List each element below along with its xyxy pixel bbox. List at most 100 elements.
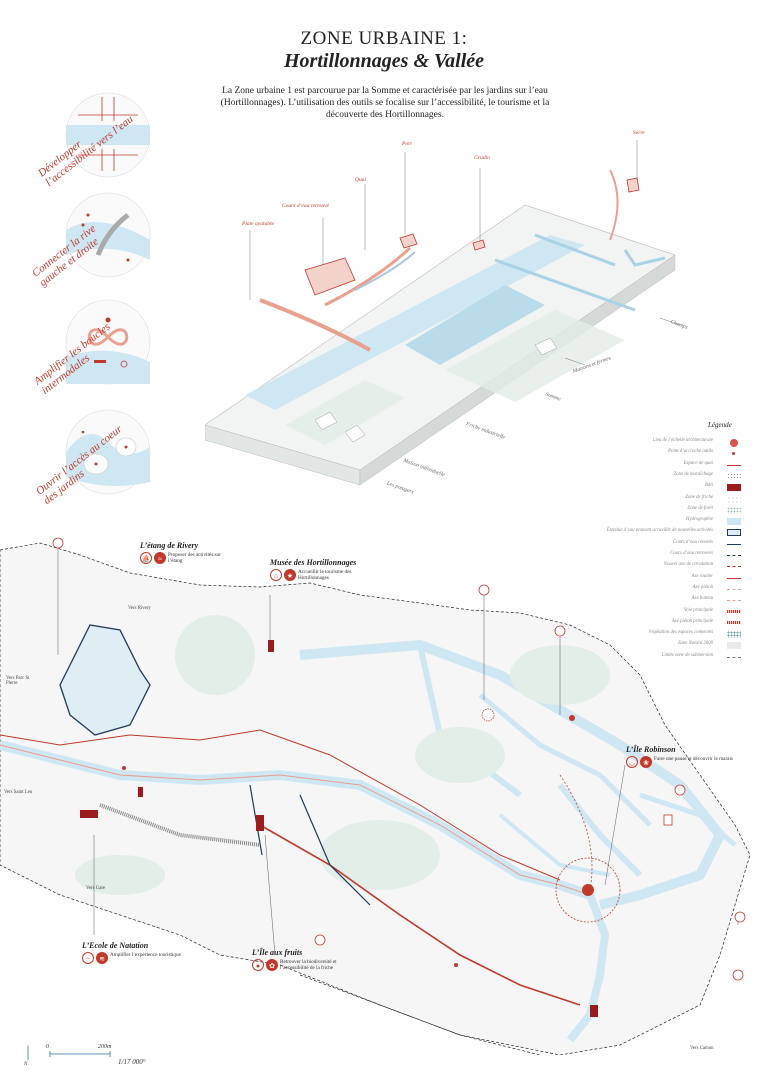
legend-symbol — [727, 518, 741, 526]
axon-label-grudin: Grudin — [474, 155, 490, 161]
legend-item: Zone de friche — [600, 495, 768, 506]
legend-item-label: Axe piéton principale — [671, 618, 713, 624]
legend-symbol — [730, 439, 738, 447]
legend-item-label: Limite zone de submersion — [661, 652, 713, 658]
map-label-rivery: Vers Rivery — [128, 606, 151, 611]
legend-item-label: Axe routier — [691, 573, 713, 579]
legend-item: Hydrographie — [600, 517, 768, 528]
map-label-saint-leu: Vers Saint Leu — [4, 790, 33, 795]
legend-item-label: Zone de forêt — [687, 505, 713, 511]
legend-item: Lieu de l’échelle architecturale — [600, 438, 768, 449]
legend-item-label: Point d’accroche outils — [668, 449, 713, 455]
legend-symbol — [727, 464, 741, 466]
legend-item: Axe bateau — [600, 596, 768, 607]
legend-item-label: Nouvel axe de circulation — [663, 562, 713, 568]
axon-label-port: Port — [402, 141, 412, 147]
legend-symbol — [727, 631, 741, 639]
legend-item: Zone de forêt — [600, 506, 768, 517]
legend-item-label: Cours d’eau rénovés — [673, 539, 713, 545]
strategy-2-diagram — [65, 192, 151, 278]
site-natation: L’Ecole de Natation ~ ≋ Amplifier l’expé… — [82, 941, 190, 964]
site-musee-title: Musée des Hortillonnages — [270, 558, 357, 567]
legend-item-label: Voie principale — [683, 607, 713, 613]
site-ile-fruits-title: L’Île aux fruits — [252, 948, 303, 957]
swim-icon: ~ — [82, 952, 94, 964]
site-ile-fruits-desc: Retrouver la biodiversité et l’accessibi… — [280, 959, 337, 972]
site-musee-desc: Accueillir le tourisme des Hortillonnage… — [298, 569, 352, 582]
axon-label-plate: Plate ayalable — [242, 221, 274, 227]
legend-symbol — [727, 620, 741, 624]
legend-item-label: Lieu de l’échelle architecturale — [652, 438, 713, 443]
legend-title: Légende — [708, 421, 732, 429]
legend-symbol — [727, 506, 741, 514]
tourism-icon: ★ — [284, 569, 296, 581]
site-natation-title: L’Ecole de Natation — [82, 941, 149, 950]
fruit-icon: ● — [252, 959, 264, 971]
legend-item: Axe routier — [600, 574, 768, 585]
legend-item: Voie principale — [600, 608, 768, 619]
site-rivery: L’étang de Rivery ⛵ ≈ Proposer des activ… — [140, 541, 228, 564]
legend-symbol — [727, 588, 741, 590]
site-robinson: L’Île Robinson ◡ ❀ Faire une pause et dé… — [626, 745, 734, 768]
boat-icon: ⛵ — [140, 552, 152, 564]
map-label-gare: Vers Gare — [86, 886, 106, 891]
page-title-line1: ZONE URBAINE 1: — [300, 28, 468, 49]
site-musee: Musée des Hortillonnages ⌂ ★ Accueillir … — [270, 558, 360, 581]
legend-symbol — [727, 642, 741, 650]
scale-ratio: 1/17 000° — [118, 1058, 146, 1066]
legend-symbol — [727, 577, 741, 579]
map-label-camon: Vers Camon — [690, 1046, 714, 1051]
water-icon: ≈ — [154, 552, 166, 564]
legend-item-label: Bâti — [705, 483, 713, 489]
legend-item-label: Cours d’eau retrouvés — [670, 551, 713, 556]
legend-item-label: Espace de quai — [683, 460, 713, 466]
pool-icon: ≋ — [96, 952, 108, 964]
legend-item: Espace de quai — [600, 461, 768, 472]
legend-symbol — [732, 452, 735, 456]
legend-item-label: Zone de maraîchage — [673, 471, 713, 477]
legend-item: Cours d’eau rénovés — [600, 540, 768, 551]
legend-item: Point d’accroche outils — [600, 449, 768, 460]
axon-label-cours: Cours d’eau retrouvé — [282, 203, 329, 209]
axon-label-quai: Quai — [355, 177, 366, 183]
site-natation-desc: Amplifier l’expérience touristique — [110, 952, 181, 958]
legend-item: Nouvel axe de circulation — [600, 562, 768, 573]
axon-label-serre: Serre — [633, 130, 645, 136]
legend-item: Végétation des espaces connectés — [600, 630, 768, 641]
scale-bar — [27, 1046, 111, 1060]
intro-paragraph: La Zone urbaine 1 est parcourue par la S… — [220, 86, 550, 120]
legend-symbol — [727, 566, 741, 568]
site-rivery-desc: Proposer des activités sur l’étang — [168, 552, 221, 565]
legend-item: Axe piéton — [600, 585, 768, 596]
legend-item-label: Zone Natura 2000 — [677, 641, 713, 647]
strategy-4-diagram — [65, 409, 151, 495]
site-robinson-title: L’Île Robinson — [626, 745, 676, 754]
legend-item: Étendue d’eau pouvant accueillir de nouv… — [600, 528, 768, 539]
museum-icon: ⌂ — [270, 569, 282, 581]
legend-item-label: Végétation des espaces connectés — [648, 630, 713, 636]
legend-item-label: Zone de friche — [685, 494, 713, 500]
site-rivery-title: L’étang de Rivery — [140, 541, 199, 550]
legend-symbol — [727, 656, 741, 658]
legend-item: Zone de maraîchage — [600, 472, 768, 483]
page-title-line2: Hortillonnages & Vallée — [283, 50, 485, 72]
legend-item: Limite zone de submersion — [600, 653, 768, 664]
legend-item: Zone Natura 2000 — [600, 641, 768, 652]
legend-item-label: Axe bateau — [691, 596, 713, 602]
site-map — [0, 537, 751, 1055]
legend-symbol — [727, 609, 741, 613]
legend-item: Bâti — [600, 483, 768, 494]
site-robinson-desc: Faire une pause et découvrir le marais — [654, 756, 733, 762]
legend-item-label: Hydrographie — [685, 517, 713, 523]
legend-item: Cours d’eau retrouvés — [600, 551, 768, 562]
legend-item-label: Axe piéton — [692, 584, 713, 590]
legend-symbol — [727, 600, 741, 602]
map-label-parc: Vers Parc St Pierre — [6, 676, 30, 686]
bench-icon: ◡ — [626, 756, 638, 768]
site-ile-fruits: L’Île aux fruits ● ✿ Retrouver la biodiv… — [252, 948, 360, 971]
legend-symbol — [727, 543, 741, 545]
legend-item-label: Étendue d’eau pouvant accueillir de nouv… — [606, 528, 713, 534]
strategy-diagrams — [65, 92, 151, 495]
legend-symbol — [727, 555, 741, 556]
legend-symbol — [727, 495, 741, 503]
